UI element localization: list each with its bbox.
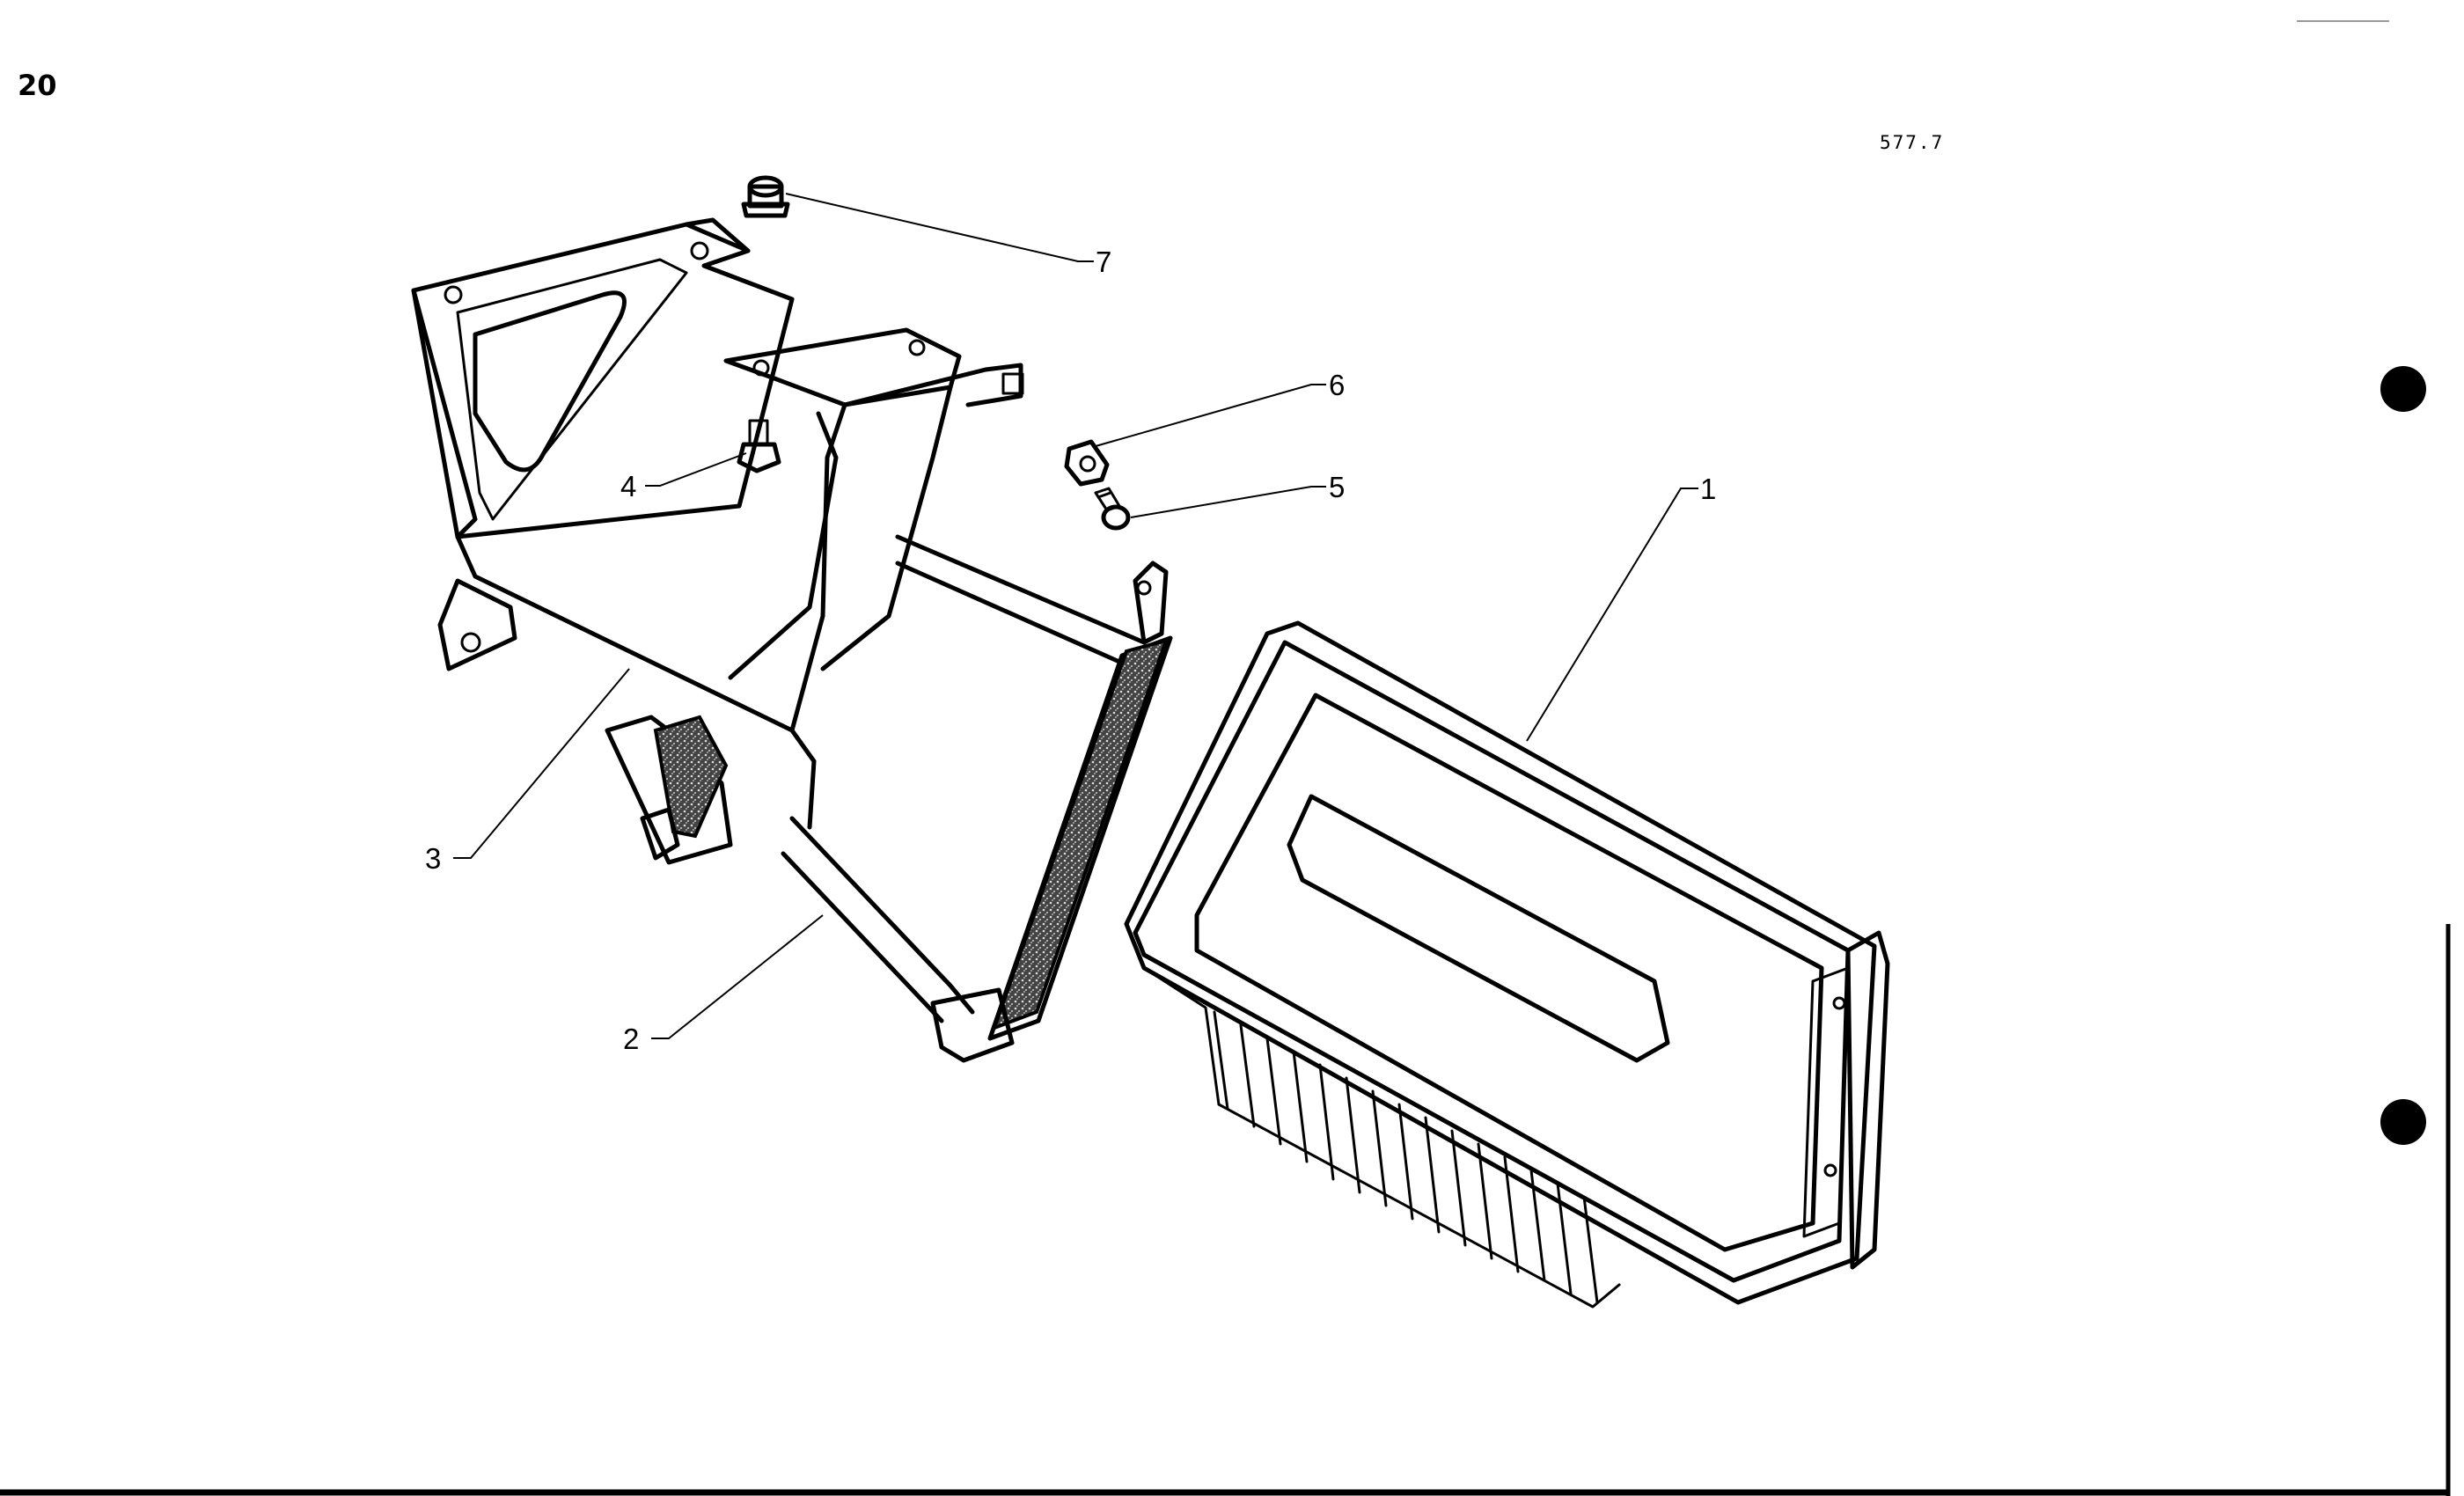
part-7-grommet xyxy=(741,175,790,218)
part-5-screw xyxy=(1094,487,1131,531)
callout-4: 4 xyxy=(620,452,747,502)
part-4-bolt xyxy=(737,419,781,473)
callout-label-4: 4 xyxy=(620,470,636,502)
part-6-clip-nut xyxy=(1064,439,1110,487)
part-2-tray xyxy=(605,534,1173,1063)
callout-5: 5 xyxy=(1130,471,1345,518)
callout-1: 1 xyxy=(1526,473,1716,742)
page-number: 20 xyxy=(18,69,57,102)
callout-label-2: 2 xyxy=(623,1023,639,1055)
part-1-control-unit xyxy=(1124,620,1890,1309)
callout-label-6: 6 xyxy=(1329,369,1345,401)
callout-7: 7 xyxy=(785,193,1111,278)
callout-label-3: 3 xyxy=(425,842,441,875)
callout-3: 3 xyxy=(425,668,630,875)
cooling-fins xyxy=(1142,966,1621,1309)
callout-2: 2 xyxy=(623,914,824,1055)
binder-hole-bottom xyxy=(2380,1099,2426,1145)
callout-label-7: 7 xyxy=(1096,246,1111,278)
callout-label-1: 1 xyxy=(1700,473,1716,505)
part-3-mounting-bracket xyxy=(411,217,1024,830)
callout-6: 6 xyxy=(1095,369,1345,447)
callout-group: 1 2 3 4 5 6 7 xyxy=(425,193,1716,1055)
callout-label-5: 5 xyxy=(1329,471,1345,503)
drawing-reference-code: 577.7 xyxy=(1880,132,1945,153)
binder-hole-top xyxy=(2380,366,2426,412)
